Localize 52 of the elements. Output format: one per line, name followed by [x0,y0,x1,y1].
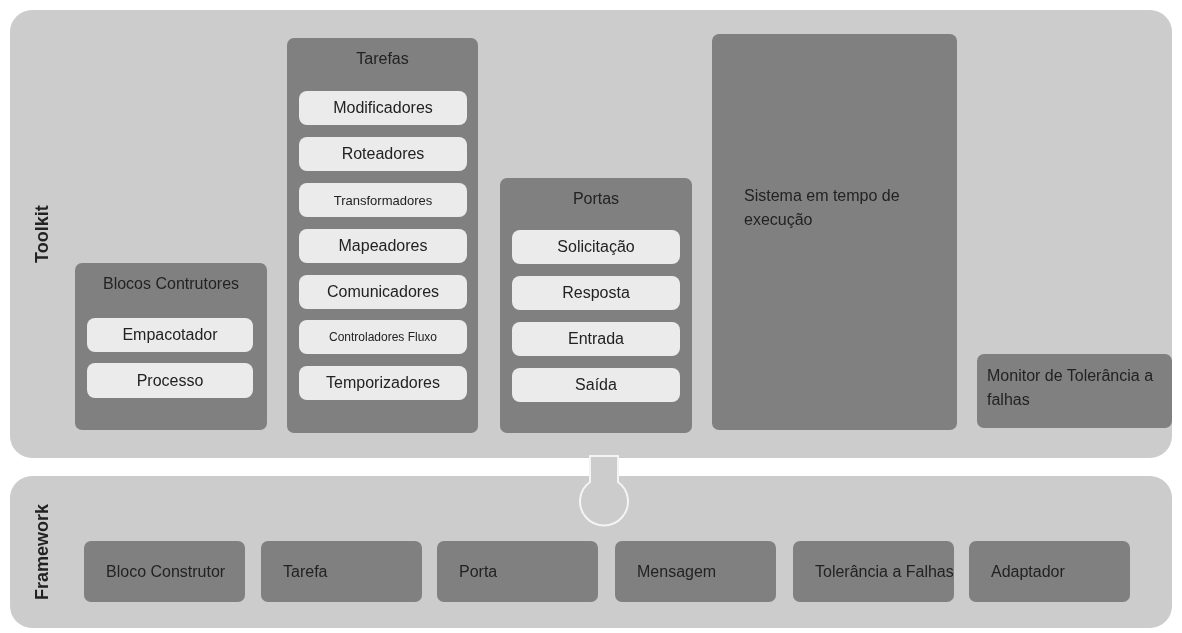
component-box [437,541,598,602]
section-panel [10,476,1172,628]
component-box [615,541,776,602]
group-heading: Tarefas [355,50,410,68]
item-box [299,320,467,354]
item-box [512,230,680,264]
section-panel [10,10,1172,458]
group-panel [712,34,957,430]
item-label: Controladores Fluxo [328,330,438,344]
section-label: Toolkit [32,205,53,263]
group-panel [500,178,692,433]
item-label: Adaptador [991,561,1065,582]
item-label: Saída [575,376,617,394]
component-box [261,541,422,602]
component-box [969,541,1130,602]
item-label: Empacotador [122,326,218,344]
component-box [793,541,954,602]
item-label: Entrada [567,330,624,348]
item-box [299,137,467,171]
item-label: Modificadores [333,99,433,117]
item-box [87,363,253,398]
item-box [512,322,680,356]
item-box [299,183,467,217]
group-heading: Portas [571,190,621,208]
item-box [299,366,467,400]
item-label: Tarefa [283,561,328,582]
item-label: Comunicadores [326,283,440,301]
item-label: Sistema em tempo de execução [744,186,901,230]
group-heading: Blocos Contrutores [101,275,241,293]
item-label: Tolerância a Falhas [815,561,954,582]
item-label: Porta [459,561,498,582]
section-label: Framework [32,503,53,600]
item-label: Resposta [562,284,630,302]
item-label: Roteadores [341,145,425,163]
item-label: Mapeadores [338,237,428,255]
item-box [299,91,467,125]
item-box [512,276,680,310]
item-box [299,229,467,263]
item-label: Mensagem [637,561,717,582]
item-label: Monitor de Tolerância a falhas [987,366,1155,410]
item-label: Processo [136,371,204,390]
item-label: Solicitação [557,238,635,256]
group-panel [75,263,267,430]
item-box [512,368,680,402]
item-label: Bloco Construtor [106,561,226,582]
item-label: Temporizadores [326,374,440,392]
item-box [299,275,467,309]
component-box [84,541,245,602]
item-box [87,318,253,352]
group-panel [977,354,1172,428]
item-label: Transformadores [333,192,433,208]
group-panel [287,38,478,433]
